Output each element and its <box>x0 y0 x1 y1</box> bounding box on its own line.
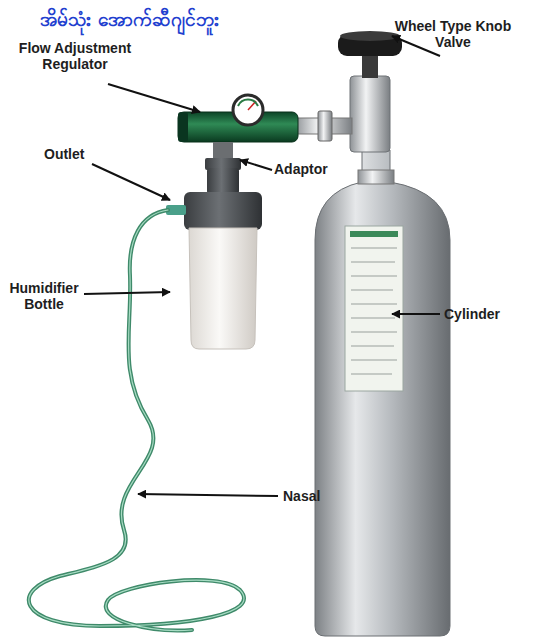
sticker-line <box>351 317 395 318</box>
wheel-knob-top <box>340 31 400 41</box>
oxygen-cylinder <box>315 150 450 636</box>
part-label: Cylinder <box>444 306 524 322</box>
part-label: Wheel Type Knob Valve <box>388 18 518 50</box>
leader-arrow <box>392 36 440 56</box>
part-label: Flow Adjustment Regulator <box>4 40 146 72</box>
nasal-tube <box>29 210 244 630</box>
leader-arrow <box>240 160 272 170</box>
pressure-gauge <box>233 95 263 125</box>
leader-arrow <box>392 313 440 315</box>
valve-body <box>350 76 390 152</box>
leader-arrow <box>84 292 170 294</box>
humidifier-cap <box>184 192 262 230</box>
fitting-nut <box>318 111 332 141</box>
humidifier-cap-top <box>207 168 239 194</box>
humidifier-bottle <box>189 228 257 349</box>
leader-arrow <box>108 84 200 112</box>
adaptor <box>213 142 233 160</box>
leader-arrows <box>84 36 440 496</box>
sticker-line <box>351 373 392 374</box>
cylinder-sticker <box>345 226 403 391</box>
part-label: Outlet <box>44 146 104 162</box>
diagram-title: အိမ်သုံး အောက်ဆီဂျင်ဘူး <box>40 6 219 32</box>
leader-arrow <box>138 494 278 496</box>
sticker-line <box>351 303 397 304</box>
part-label: Humidifier Bottle <box>2 280 86 312</box>
sticker-line <box>351 261 395 262</box>
sticker-header <box>350 231 398 237</box>
sticker-line <box>351 289 393 290</box>
sticker-line <box>351 275 397 276</box>
part-label: Adaptor <box>274 161 344 177</box>
regulator-end-cap <box>178 112 188 142</box>
sticker-line <box>351 359 397 360</box>
leader-arrow <box>92 164 170 200</box>
valve-stem <box>362 54 378 78</box>
cylinder-collar <box>358 170 394 184</box>
gauge-scale <box>238 100 258 106</box>
sticker-line <box>351 331 397 332</box>
sticker-line <box>351 345 394 346</box>
part-label: Nasal <box>283 488 343 504</box>
nasal-tube-highlight <box>29 210 244 630</box>
sticker-lines <box>351 248 397 374</box>
sticker-line <box>351 247 397 248</box>
